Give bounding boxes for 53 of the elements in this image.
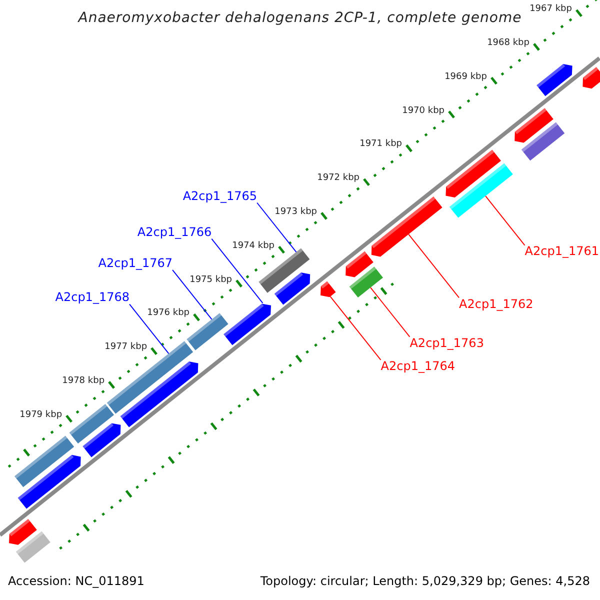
gene-bar <box>14 436 74 488</box>
gene-bar <box>371 196 442 257</box>
gene-label: A2cp1_1763 <box>410 336 484 350</box>
gene-label: A2cp1_1766 <box>137 226 212 239</box>
gene-bar <box>582 67 600 89</box>
leader-line <box>211 238 264 304</box>
gene-label: A2cp1_1767 <box>98 256 173 270</box>
gene-label: A2cp1_1761 <box>524 245 599 259</box>
title: Anaeromyxobacter dehalogenans 2CP-1, complete genome <box>78 11 522 26</box>
leader-line <box>370 287 410 338</box>
gene-bar <box>449 163 513 218</box>
gene-bar <box>320 281 336 298</box>
gene-bar <box>274 272 310 305</box>
gene-bar <box>9 519 37 545</box>
gene-bar <box>446 150 501 198</box>
leader-line <box>485 196 526 246</box>
scale-label: 1971 kbp <box>360 140 402 150</box>
leader-line <box>330 296 382 360</box>
scale-label: 1979 kbp <box>20 410 62 421</box>
leader-line <box>408 234 460 298</box>
scale-label: 1976 kbp <box>147 309 190 320</box>
gene-bar <box>120 362 198 428</box>
leader-line <box>128 304 170 354</box>
scale-label: 1977 kbp <box>104 343 148 354</box>
gene-label: A2cp1_1762 <box>459 298 534 311</box>
scale-label: 1969 kbp <box>444 72 487 83</box>
gene-label: A2cp1_1768 <box>55 291 130 304</box>
gene-bar <box>514 108 554 143</box>
scale-label: 1967 kbp <box>530 5 572 16</box>
gene-bar <box>521 122 565 161</box>
accession-text: Accession: NC_011891 <box>8 575 144 588</box>
gene-bar <box>224 304 271 346</box>
scale-label: 1972 kbp <box>317 174 360 184</box>
gene-label: A2cp1_1764 <box>380 360 455 374</box>
gene-bar <box>69 404 114 444</box>
gene-label: A2cp1_1765 <box>182 190 258 203</box>
leader-line <box>256 202 297 253</box>
gene-bar <box>18 454 81 509</box>
scale-label: 1970 kbp <box>402 106 444 116</box>
scale-label: 1978 kbp <box>62 377 105 387</box>
scale-label: 1973 kbp <box>274 208 317 218</box>
gene-bar <box>106 341 194 414</box>
genome-summary: Topology: circular; Length: 5,029,329 bp; Genes: 4,528 <box>260 575 590 588</box>
gene-bar <box>349 266 383 298</box>
gene-bar <box>346 251 374 278</box>
gene-bar <box>536 64 572 96</box>
scale-label: 1975 kbp <box>190 276 232 286</box>
gene-bar <box>258 248 310 293</box>
gene-bar <box>16 531 50 563</box>
scale-label: 1968 kbp <box>487 38 530 49</box>
leader-line <box>172 269 212 320</box>
gene-bar <box>82 423 121 458</box>
scale-label: 1974 kbp <box>232 242 275 252</box>
